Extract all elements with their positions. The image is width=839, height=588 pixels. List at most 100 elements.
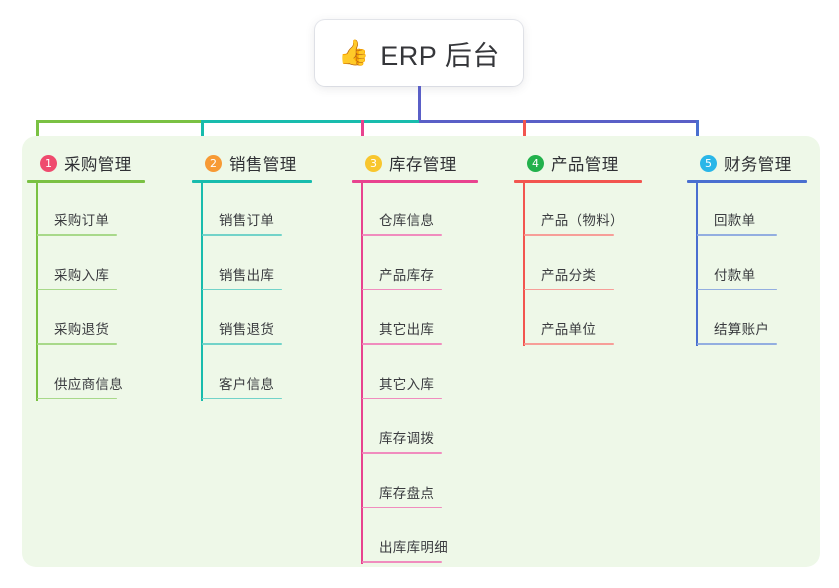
leaf-item[interactable]: 结算账户 (714, 318, 769, 339)
root-node-card[interactable]: 👍 ERP 后台 (315, 20, 523, 86)
leaf-label: 回款单 (714, 213, 756, 228)
leaf-underline (524, 234, 614, 236)
leaf-item[interactable]: 出库库明细 (379, 536, 448, 557)
leaf-item[interactable]: 产品分类 (541, 264, 596, 285)
leaf-label: 付款单 (714, 267, 756, 283)
branch-drop-connector-5 (696, 119, 699, 148)
leaf-item[interactable]: 其它入库 (379, 373, 434, 394)
leaf-item[interactable]: 销售出库 (219, 264, 274, 285)
branch-title-5: 财务管理 (724, 156, 792, 174)
branch-underline-2 (192, 180, 312, 183)
leaf-underline (202, 397, 282, 400)
leaf-item[interactable]: 产品（物料） (541, 209, 624, 230)
leaf-item[interactable]: 回款单 (714, 209, 755, 230)
leaf-item[interactable]: 客户信息 (219, 373, 274, 394)
branch-header-4[interactable]: 4 产品管理 (527, 151, 619, 175)
leaf-label: 客户信息 (219, 376, 275, 392)
branch-badge-4: 4 (527, 154, 544, 172)
leaf-label: 采购退货 (54, 322, 110, 337)
branch-underline-4 (514, 180, 642, 183)
leaf-underline (202, 234, 282, 236)
leaf-item[interactable]: 其它出库 (379, 318, 434, 339)
leaf-underline (697, 234, 777, 236)
leaf-item[interactable]: 销售退货 (219, 318, 274, 339)
branch-header-2[interactable]: 2 销售管理 (205, 151, 297, 175)
branch-badge-1: 1 (40, 154, 57, 172)
leaf-label: 产品库存 (379, 267, 435, 283)
leaf-label: 出库库明细 (379, 540, 448, 555)
leaf-label: 采购入库 (54, 267, 110, 283)
branch-drop-connector-1 (36, 119, 39, 148)
leaf-underline (37, 343, 117, 345)
leaf-underline (362, 343, 442, 345)
leaf-label: 销售退货 (219, 322, 275, 337)
bus-connector-segment-1 (37, 119, 202, 123)
leaf-label: 产品单位 (541, 322, 597, 337)
leaf-label: 销售出库 (219, 267, 275, 283)
branch-underline-5 (687, 180, 807, 183)
branch-spine-2 (201, 183, 203, 401)
leaf-underline (697, 288, 777, 291)
branch-underline-1 (27, 180, 145, 183)
leaf-label: 仓库信息 (379, 213, 435, 228)
root-node-title: ERP 后台 (380, 40, 500, 71)
bus-connector-segment-3 (419, 119, 699, 123)
branch-title-3: 库存管理 (389, 156, 457, 174)
branch-spine-1 (36, 183, 38, 401)
leaf-item[interactable]: 库存调拨 (379, 427, 434, 448)
branch-title-1: 采购管理 (64, 156, 132, 174)
leaf-label: 供应商信息 (54, 376, 123, 392)
branch-badge-2: 2 (205, 154, 222, 172)
branch-title-4: 产品管理 (551, 156, 619, 174)
leaf-underline (202, 288, 282, 291)
leaf-label: 其它入库 (379, 376, 435, 392)
leaf-label: 结算账户 (714, 322, 770, 337)
leaf-item[interactable]: 产品单位 (541, 318, 596, 339)
leaf-item[interactable]: 采购订单 (54, 209, 109, 230)
branch-drop-connector-4 (523, 119, 526, 148)
leaf-underline (202, 343, 282, 345)
leaf-item[interactable]: 供应商信息 (54, 373, 123, 394)
branch-header-3[interactable]: 3 库存管理 (365, 151, 457, 175)
leaf-item[interactable]: 付款单 (714, 264, 755, 285)
leaf-underline (524, 288, 614, 291)
leaf-item[interactable]: 采购退货 (54, 318, 109, 339)
bus-connector-segment-2 (202, 119, 419, 123)
leaf-underline (524, 343, 614, 345)
branch-title-2: 销售管理 (229, 156, 297, 174)
leaf-item[interactable]: 销售订单 (219, 209, 274, 230)
branch-spine-4 (523, 183, 525, 346)
leaf-underline (362, 234, 442, 236)
leaf-underline (362, 452, 442, 454)
leaf-label: 销售订单 (219, 213, 275, 228)
leaf-underline (37, 397, 117, 400)
branch-drop-connector-2 (201, 119, 204, 148)
leaf-underline (362, 561, 442, 563)
leaf-label: 采购订单 (54, 213, 110, 228)
leaf-label: 产品（物料） (541, 213, 624, 228)
leaf-item[interactable]: 采购入库 (54, 264, 109, 285)
leaf-item[interactable]: 产品库存 (379, 264, 434, 285)
leaf-label: 库存调拨 (379, 431, 435, 446)
branch-drop-connector-3 (361, 119, 364, 148)
leaf-label: 其它出库 (379, 322, 435, 337)
leaf-label: 产品分类 (541, 267, 597, 283)
thumbs-up-icon: 👍 (338, 38, 370, 67)
leaf-item[interactable]: 仓库信息 (379, 209, 434, 230)
leaf-underline (362, 506, 442, 509)
branch-badge-3: 3 (365, 154, 382, 172)
branches-panel (22, 136, 820, 567)
leaf-underline (37, 288, 117, 291)
leaf-item[interactable]: 库存盘点 (379, 482, 434, 503)
branch-spine-5 (696, 183, 698, 346)
branch-underline-3 (352, 180, 478, 183)
leaf-underline (37, 234, 117, 236)
leaf-label: 库存盘点 (379, 485, 435, 501)
branch-header-1[interactable]: 1 采购管理 (40, 151, 132, 175)
leaf-underline (697, 343, 777, 345)
branch-spine-3 (361, 183, 363, 564)
root-node-content: 👍 ERP 后台 (338, 34, 500, 73)
leaf-underline (362, 288, 442, 291)
